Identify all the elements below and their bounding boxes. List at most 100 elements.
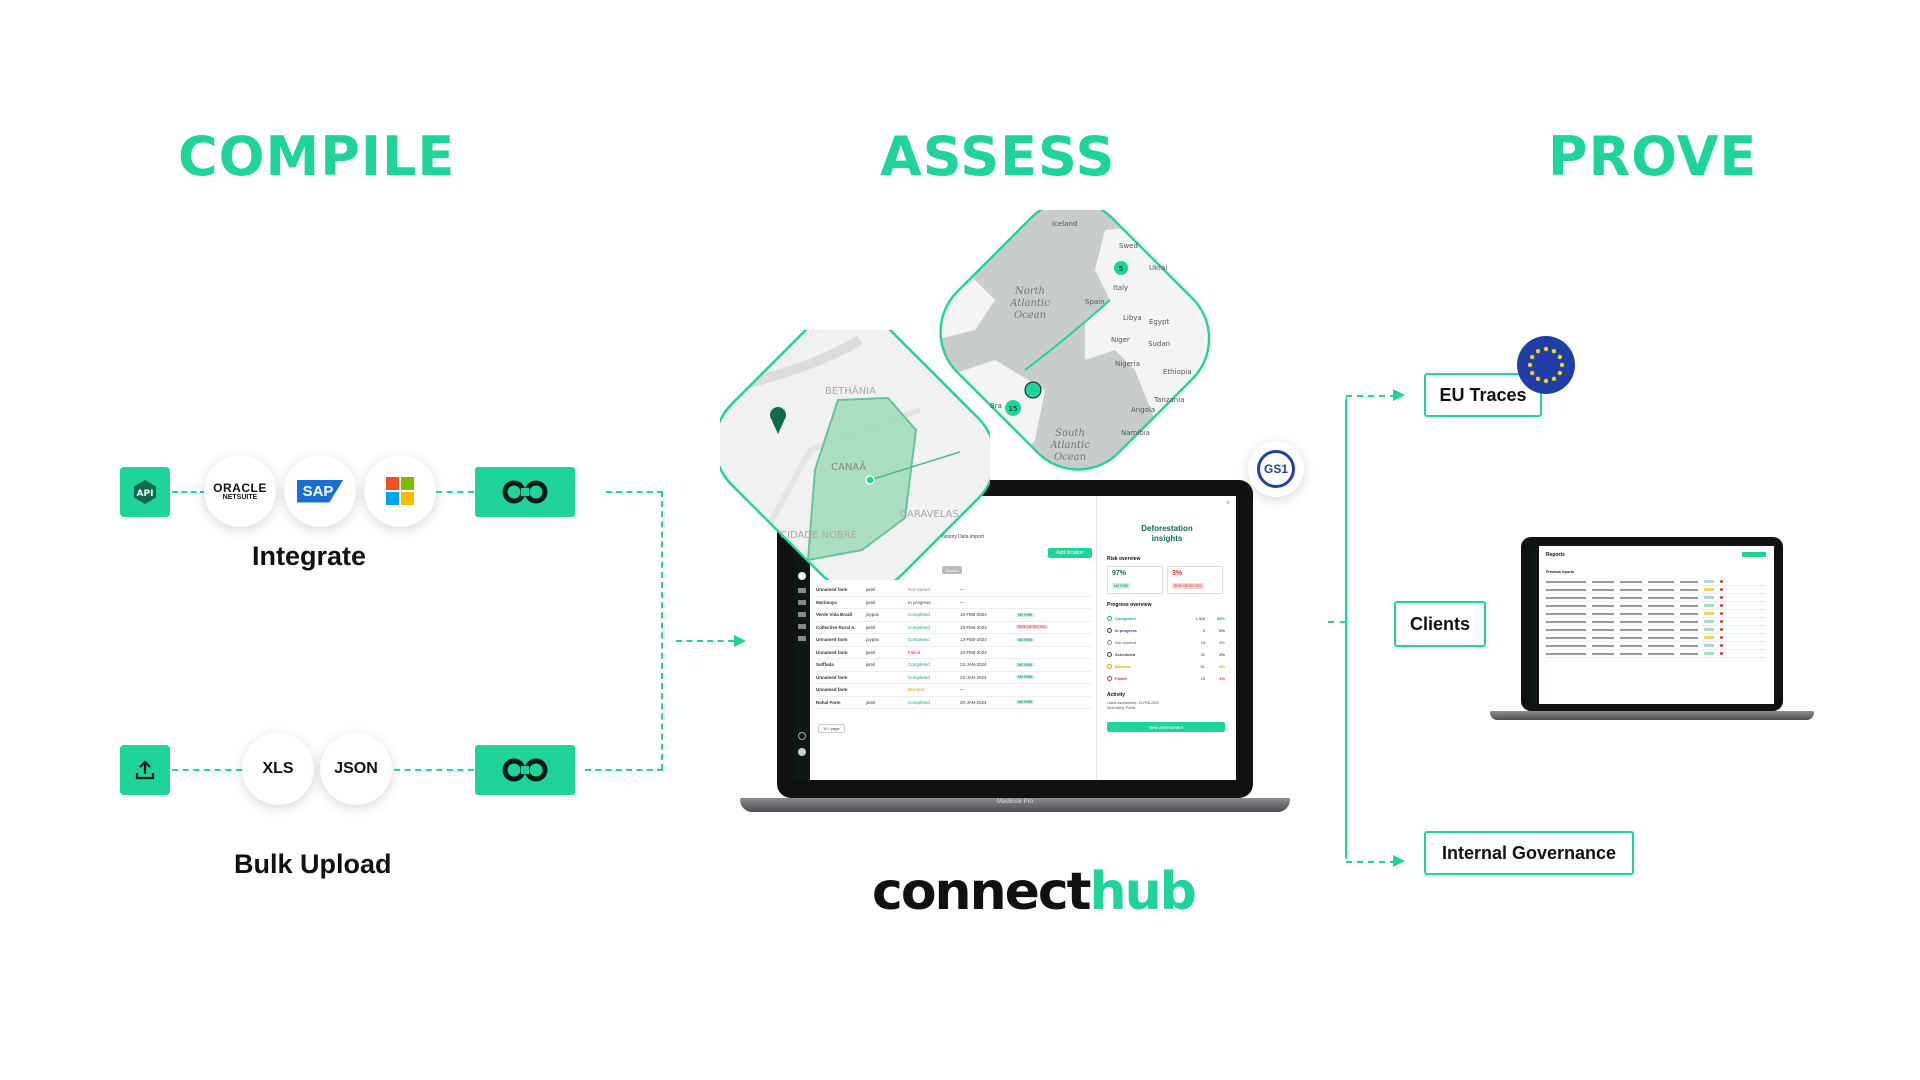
new-assessment-button[interactable]: New assessment (1107, 722, 1225, 732)
report-cell (1680, 628, 1698, 631)
per-page-select[interactable]: 10 / page (818, 724, 845, 733)
arrow-right-icon (734, 635, 746, 647)
report-action-icon[interactable] (1720, 652, 1723, 655)
sidebar-item[interactable] (798, 600, 806, 605)
reports-sidebar (1530, 546, 1539, 704)
report-cell (1648, 580, 1674, 583)
row-date: 15-FEB-2024 (960, 612, 987, 618)
sidebar-item[interactable] (798, 588, 806, 593)
report-cell (1546, 588, 1586, 591)
report-cell (1592, 644, 1614, 647)
avatar[interactable] (798, 748, 806, 756)
row-owner: jamil (866, 624, 876, 630)
report-row[interactable] (1546, 650, 1766, 658)
report-cell (1620, 604, 1642, 607)
report-cell (1592, 596, 1614, 599)
row-name: Collective Rural A. (816, 624, 856, 630)
help-icon[interactable] (798, 732, 806, 740)
progress-label: Completed (1115, 615, 1136, 621)
report-row[interactable] (1546, 578, 1766, 586)
ocean-label: South (1055, 428, 1085, 439)
row-risk-badge: NO RISK (1016, 675, 1035, 680)
add-location-button[interactable]: Add location (1048, 548, 1092, 558)
row-name: Unnamed farm (816, 687, 848, 693)
report-action-icon[interactable] (1720, 596, 1723, 599)
report-row[interactable] (1546, 634, 1766, 642)
connector-dash (676, 640, 734, 642)
connecthub-node-bulk (475, 745, 575, 795)
internal-governance-box[interactable]: Internal Governance (1424, 831, 1634, 875)
report-action-icon[interactable] (1720, 588, 1723, 591)
report-row[interactable] (1546, 642, 1766, 650)
connector-dash (436, 491, 474, 493)
sidebar-item[interactable] (798, 636, 806, 641)
connecthub-logo: connecthub (872, 862, 1197, 922)
report-row[interactable] (1546, 586, 1766, 594)
report-row[interactable] (1546, 610, 1766, 618)
report-action-icon[interactable] (1720, 620, 1723, 623)
risk-card-ok: 97% NO RISK (1107, 566, 1163, 594)
new-report-button[interactable] (1742, 552, 1766, 557)
report-row[interactable] (1546, 594, 1766, 602)
progress-count: 3 (1202, 627, 1205, 633)
report-action-icon[interactable] (1720, 628, 1723, 631)
eu-star (1557, 354, 1563, 360)
search-button[interactable]: Search (942, 566, 962, 574)
eu-star (1529, 354, 1535, 360)
progress-overview-heading: Progress overview (1107, 602, 1152, 608)
report-cell (1592, 652, 1614, 655)
row-owner: jamil (866, 662, 876, 668)
report-action-icon[interactable] (1720, 580, 1723, 583)
progress-label: Blocked (1115, 663, 1131, 669)
report-action-icon[interactable] (1720, 636, 1723, 639)
progress-label: Scheduled (1115, 651, 1136, 657)
upload-icon[interactable] (120, 745, 170, 795)
country-label: Niger (1111, 336, 1130, 344)
sidebar-item[interactable] (798, 612, 806, 617)
close-icon[interactable]: × (1225, 500, 1230, 507)
eu-star (1535, 348, 1541, 354)
progress-count: 15 (1200, 675, 1205, 681)
row-status: Not started (908, 587, 931, 593)
progress-count: 51 (1200, 663, 1205, 669)
clients-box[interactable]: Clients (1394, 601, 1486, 647)
report-row[interactable] (1546, 618, 1766, 626)
report-status-badge (1704, 628, 1714, 631)
microsoft-logo (364, 455, 436, 527)
json-format: JSON (320, 733, 392, 805)
row-status: Completed (908, 699, 930, 705)
connector-dash (394, 769, 474, 771)
report-action-icon[interactable] (1720, 612, 1723, 615)
api-icon[interactable]: API (120, 467, 170, 517)
activity-heading: Activity (1107, 692, 1126, 698)
row-status: Completed (908, 624, 930, 630)
sidebar-item[interactable] (798, 572, 806, 580)
report-cell (1620, 596, 1642, 599)
country-label: Swed (1119, 242, 1138, 250)
row-risk-badge: NO RISK (1016, 637, 1035, 642)
ocean-label: Ocean (1014, 310, 1046, 321)
row-date: 10-FEB-2024 (960, 649, 987, 655)
report-action-icon[interactable] (1720, 604, 1723, 607)
eu-star (1529, 370, 1535, 376)
tab-data-import[interactable]: Data import (958, 534, 984, 540)
report-row[interactable] (1546, 602, 1766, 610)
compile-heading: COMPILE (178, 125, 456, 188)
sidebar-item[interactable] (798, 624, 806, 629)
report-action-icon[interactable] (1720, 644, 1723, 647)
connector-dash (585, 769, 663, 771)
report-row[interactable] (1546, 626, 1766, 634)
